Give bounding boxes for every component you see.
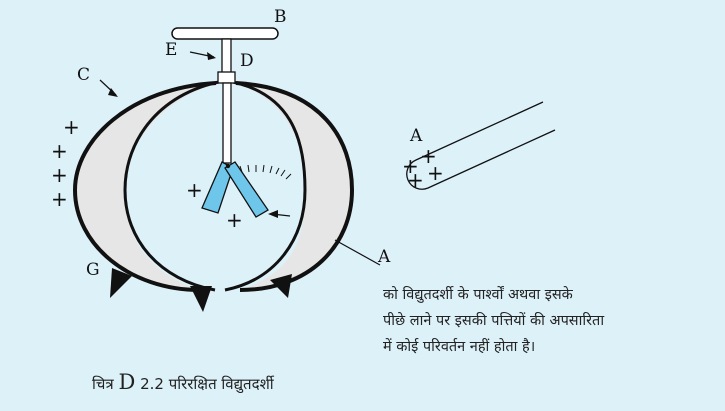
foot-middle	[190, 286, 212, 312]
stem-lower	[222, 82, 232, 164]
figure-caption: चित्र D 2.2 परिरक्षित विद्युतदर्शी	[92, 370, 274, 394]
label-C: C	[77, 65, 90, 85]
pivot	[225, 163, 231, 169]
charge-rod: +	[420, 144, 437, 168]
charge-outside: +	[51, 139, 68, 163]
top-plate	[171, 27, 279, 40]
scale-marks	[239, 164, 292, 180]
label-D: D	[240, 51, 254, 71]
charged-rod	[406, 101, 556, 190]
foot-right	[270, 274, 292, 298]
right-shell	[236, 83, 352, 290]
charge-rod: +	[407, 168, 424, 192]
left-shell	[75, 83, 216, 290]
label-E: E	[165, 40, 177, 60]
outer-case-left	[72, 81, 217, 292]
label-B: B	[274, 7, 287, 27]
label-A-case: A	[377, 247, 391, 267]
label-G: G	[86, 260, 100, 280]
note-line: को विद्युतदर्शी के पार्श्वों अथवा इसके	[383, 287, 573, 303]
note-line: पीछे लाने पर इसकी पत्तियों की अपसारिता	[383, 313, 605, 329]
label-A-rod: A	[409, 126, 423, 146]
inner-arc-left	[123, 78, 231, 292]
charge-rod: +	[427, 161, 444, 185]
caption-figure-number: 2.2	[140, 375, 164, 393]
charge-rod: +	[402, 154, 419, 178]
inner-arc-right	[221, 78, 307, 292]
charge-outside: +	[63, 115, 80, 139]
foot-left	[110, 268, 132, 298]
charge-inside: +	[186, 178, 203, 202]
note-line: में कोई परिवर्तन नहीं होता है।	[383, 339, 536, 355]
caption-prefix: चित्र	[92, 375, 114, 393]
charge-inside: +	[226, 208, 243, 232]
stem-upper	[221, 38, 232, 74]
outer-case-right	[235, 81, 355, 292]
insulator	[217, 71, 236, 84]
charge-outside: +	[51, 163, 68, 187]
caption-figure-letter: D	[118, 370, 136, 394]
charge-outside: +	[51, 187, 68, 211]
right-leaf	[224, 161, 269, 218]
caption-title: परिरक्षित विद्युतदर्शी	[168, 375, 274, 393]
explanation-text: को विद्युतदर्शी के पार्श्वों अथवा इसके प…	[383, 282, 723, 360]
